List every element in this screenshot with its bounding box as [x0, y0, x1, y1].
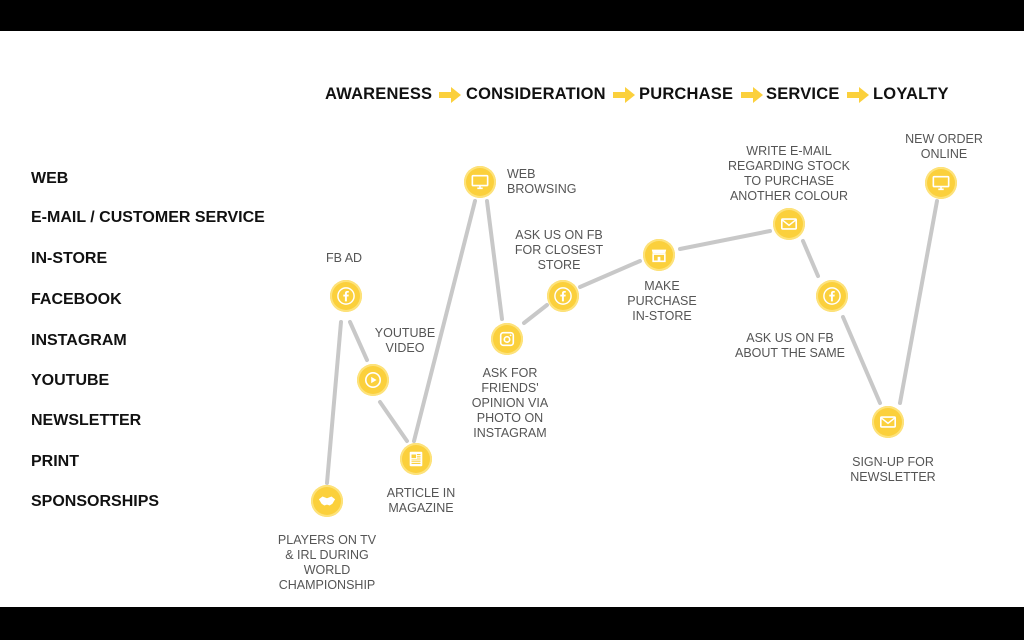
- journey-link: [412, 199, 477, 443]
- fb-same-node: [816, 280, 848, 312]
- journey-link: [898, 199, 939, 405]
- journey-link: [378, 400, 409, 443]
- stage-loyalty: LOYALTY: [873, 85, 949, 103]
- stage-awareness: AWARENESS: [325, 85, 433, 103]
- channel-in-store: IN-STORE: [31, 250, 108, 267]
- magazine-article-node: [400, 443, 432, 475]
- sponsorship-node: [311, 485, 343, 517]
- channel-newsletter: NEWSLETTER: [31, 412, 142, 429]
- instagram-photo-node: [491, 323, 523, 355]
- touchpoint-label: FB AD: [325, 251, 363, 265]
- newsletter-signup-node: [872, 406, 904, 438]
- stage-service: SERVICE: [766, 85, 840, 103]
- web-browsing-node: [464, 166, 496, 198]
- journey-link: [325, 320, 343, 485]
- online-order-node: [925, 167, 957, 199]
- journey-link: [801, 239, 820, 278]
- journey-path: [325, 199, 939, 485]
- facebook-icon: [554, 287, 572, 305]
- journey-slide: AWARENESS CONSIDERATION PURCHASE SERVICE…: [0, 31, 1024, 607]
- channel-facebook: FACEBOOK: [31, 291, 122, 308]
- journey-link: [841, 315, 882, 405]
- journey-link: [522, 303, 549, 325]
- in-store-purchase-node: [643, 239, 675, 271]
- channel-youtube: YOUTUBE: [31, 372, 110, 389]
- journey-link: [578, 259, 642, 289]
- monitor-icon: [932, 175, 950, 191]
- youtube-video-node: [357, 364, 389, 396]
- arrow-right-icon: [439, 87, 461, 103]
- facebook-icon: [823, 287, 841, 305]
- channel-sponsorships: SPONSORSHIPS: [31, 493, 160, 510]
- channel-print: PRINT: [31, 453, 79, 470]
- fb-closest-store-node: [547, 280, 579, 312]
- channel-web: WEB: [31, 170, 69, 187]
- journey-link: [348, 320, 369, 362]
- envelope-icon: [780, 218, 798, 230]
- monitor-icon: [471, 174, 489, 190]
- channel-email-customer-service: E-MAIL / CUSTOMER SERVICE: [31, 209, 265, 226]
- arrow-right-icon: [741, 87, 763, 103]
- arrow-right-icon: [613, 87, 635, 103]
- magazine-icon: [409, 451, 423, 467]
- fb-ad-node: [330, 280, 362, 312]
- arrow-right-icon: [847, 87, 869, 103]
- journey-link: [485, 199, 504, 321]
- stock-email-node: [773, 208, 805, 240]
- camera-icon: [499, 331, 515, 347]
- journey-link: [678, 229, 772, 251]
- channel-instagram: INSTAGRAM: [31, 332, 127, 349]
- handshake-icon: [318, 496, 336, 506]
- envelope-icon: [879, 416, 897, 428]
- store-icon: [651, 249, 667, 263]
- stage-purchase: PURCHASE: [639, 85, 734, 103]
- play-icon: [364, 371, 382, 389]
- stage-consideration: CONSIDERATION: [466, 85, 606, 103]
- facebook-icon: [337, 287, 355, 305]
